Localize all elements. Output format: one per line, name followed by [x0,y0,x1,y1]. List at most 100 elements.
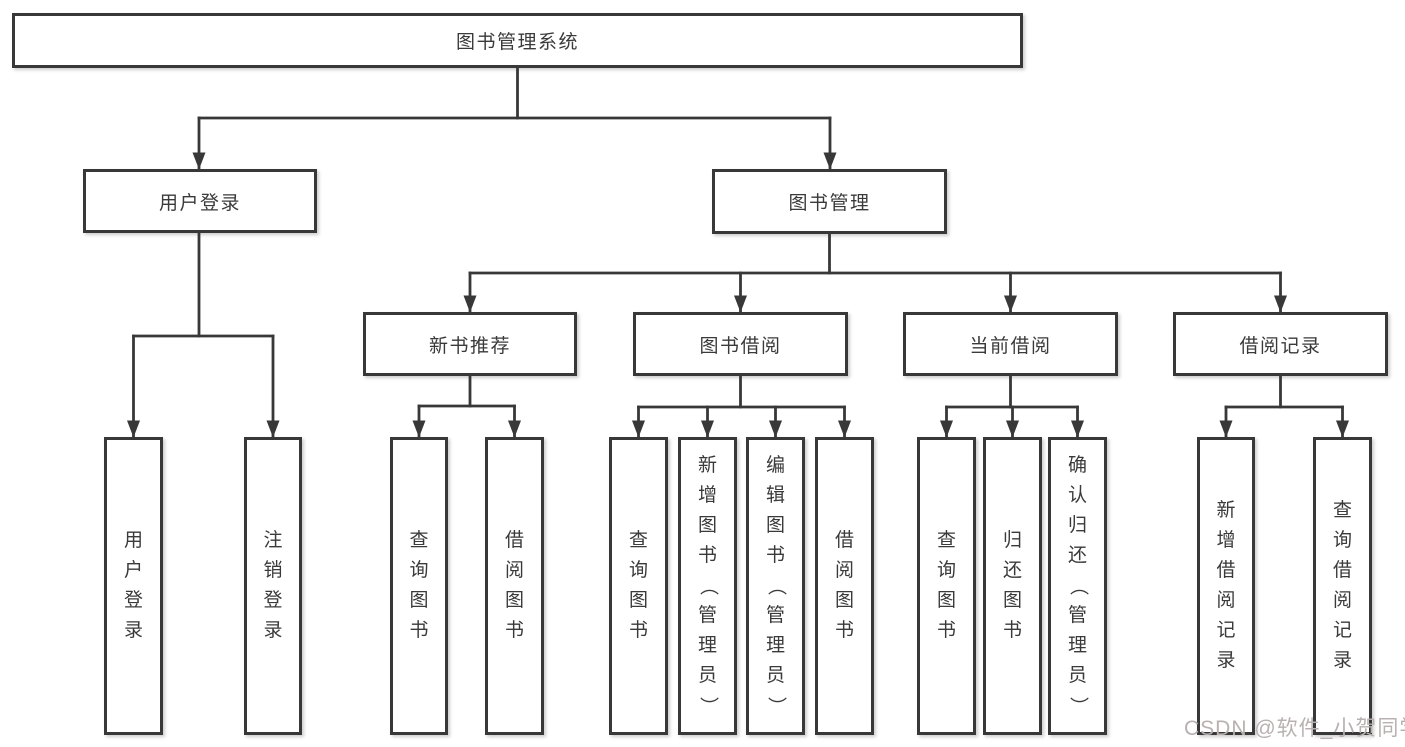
node-label-char: 借 [1332,560,1352,581]
node-label-char: 员 [765,665,785,686]
node-label-char: 确 [1067,455,1087,476]
node-label-char: 图 [504,590,524,611]
node-label-char: 录 [1216,650,1236,671]
node-leaf-query-book-3: 查询图书 [917,437,976,735]
node-label-char: 书 [834,620,854,641]
node-label-char: 书 [765,545,785,566]
node-label-char: 图 [1002,590,1022,611]
node-label-char: 借 [504,530,524,551]
node-label-char: 书 [409,620,429,641]
node-label: 图书管理 [788,193,871,214]
node-borrow-records: 借阅记录 [1173,312,1388,376]
node-leaf-add-borrow-rec: 新增借阅记录 [1197,437,1255,735]
node-label-char: 销 [263,560,283,581]
node-label-char: 借 [834,530,854,551]
node-label-char: 书 [628,620,648,641]
node-label: 图书管理系统 [455,32,579,53]
node-label-char: 查 [409,530,429,551]
node-label-char: 阅 [834,560,854,581]
node-label-char: 阅 [1332,590,1352,611]
node-label-char: 新 [1216,500,1236,521]
node-label-char: 询 [936,560,956,581]
node-label-char: 查 [1332,500,1352,521]
node-leaf-borrow-book-2: 借阅图书 [815,437,874,735]
node-label-char: 询 [409,560,429,581]
node-leaf-return-book: 归还图书 [983,437,1042,735]
node-label-char: 理 [697,635,717,656]
node-label-char: 员 [697,665,717,686]
node-label-char: 记 [1216,620,1236,641]
node-current-borrow: 当前借阅 [903,312,1118,376]
node-label-char: 询 [628,560,648,581]
node-label-char: 图 [834,590,854,611]
node-label-char: 询 [1332,530,1352,551]
node-label-char: 阅 [504,560,524,581]
node-label-char: 阅 [1216,590,1236,611]
node-leaf-add-book-admin: 新增图书 （ 管理员 ） [678,437,737,735]
node-label-char: 辑 [765,485,785,506]
node-label-char: ） [765,696,787,716]
node-label-char: 记 [1332,620,1352,641]
node-label-char: 查 [628,530,648,551]
node-label-char: 图 [409,590,429,611]
node-leaf-user-login: 用户登录 [104,437,163,735]
node-label-char: 还 [1002,560,1022,581]
node-label-char: 员 [1067,665,1087,686]
node-label-char: （ [697,576,719,596]
watermark-text: CSDN @软件_小贺同学 [1184,717,1405,740]
node-label-char: 新 [697,455,717,476]
node-label-char: （ [765,576,787,596]
node-label-char: 增 [1216,530,1236,551]
node-leaf-logout: 注销登录 [244,437,302,735]
node-label-char: 图 [628,590,648,611]
node-new-book-recommend: 新书推荐 [363,312,577,376]
node-label-char: 书 [936,620,956,641]
node-label-char: 认 [1067,485,1087,506]
node-leaf-borrow-book-1: 借阅图书 [485,437,544,735]
node-label-char: 还 [1067,545,1087,566]
node-label-char: ） [697,696,719,716]
node-label-char: 登 [263,590,283,611]
node-label-char: 管 [1067,605,1087,626]
node-label-char: 用 [123,530,143,551]
node-label-char: 录 [123,620,143,641]
node-leaf-query-book-2: 查询图书 [609,437,668,735]
node-label-char: ） [1067,696,1089,716]
node-label-char: 理 [765,635,785,656]
node-label-char: （ [1067,576,1089,596]
node-label-char: 管 [697,605,717,626]
node-leaf-query-book-1: 查询图书 [390,437,448,735]
node-label-char: 书 [1002,620,1022,641]
node-label-char: 借 [1216,560,1236,581]
node-label: 用户登录 [158,192,241,214]
node-label: 当前借阅 [969,335,1052,357]
node-label-char: 户 [123,560,143,581]
node-leaf-edit-book-admin: 编辑图书 （ 管理员 ） [746,437,805,735]
node-root: 图书管理系统 [12,13,1023,68]
node-leaf-confirm-return: 确认归还 （ 管理员 ） [1048,437,1107,735]
node-leaf-query-borrow-rec: 查询借阅记录 [1313,437,1372,735]
node-user-login: 用户登录 [83,169,317,233]
node-label-char: 编 [765,455,785,476]
node-label-char: 注 [263,530,283,551]
node-label-char: 书 [504,620,524,641]
node-book-borrow: 图书借阅 [633,312,848,376]
node-label-char: 图 [936,590,956,611]
node-label-char: 图 [697,515,717,536]
node-label-char: 增 [697,485,717,506]
node-label-char: 录 [263,620,283,641]
node-label-char: 归 [1067,515,1087,536]
node-label: 图书借阅 [699,335,782,357]
node-label-char: 图 [765,515,785,536]
node-label-char: 查 [936,530,956,551]
node-label-char: 理 [1067,635,1087,656]
node-label-char: 书 [697,545,717,566]
node-book-management: 图书管理 [712,169,947,234]
node-label-char: 登 [123,590,143,611]
node-label-char: 管 [765,605,785,626]
node-label: 借阅记录 [1239,335,1322,357]
node-label-char: 归 [1002,530,1022,551]
node-label: 新书推荐 [428,335,511,357]
